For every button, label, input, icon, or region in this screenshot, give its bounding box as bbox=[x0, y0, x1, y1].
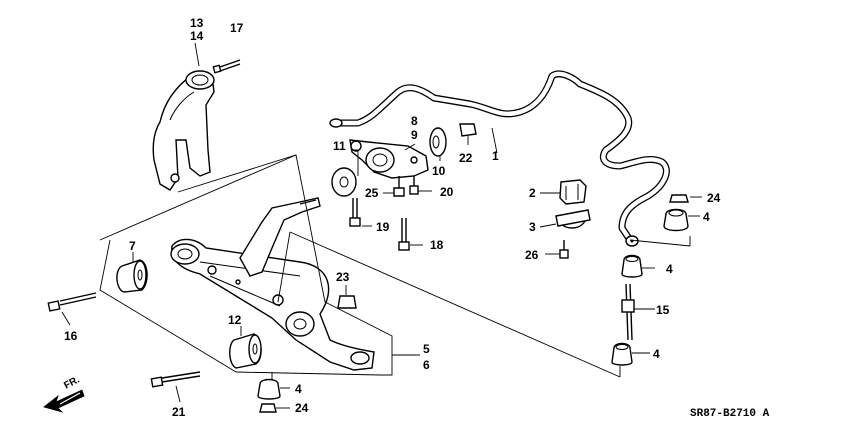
nut-24-lower bbox=[259, 403, 277, 413]
callout-24-lower: 24 bbox=[295, 401, 309, 415]
front-direction-label: FR. bbox=[62, 374, 82, 391]
callout-10: 10 bbox=[432, 164, 446, 178]
diagram-code: SR87-B2710 A bbox=[690, 408, 770, 420]
bolt-18 bbox=[398, 218, 410, 251]
callout-14: 14 bbox=[190, 29, 204, 43]
bolt-20 bbox=[409, 176, 419, 195]
group-outline bbox=[99, 154, 691, 378]
stabilizer-bar bbox=[329, 70, 670, 247]
callout-23: 23 bbox=[336, 270, 350, 284]
callout-13: 13 bbox=[190, 16, 204, 30]
callout-9: 9 bbox=[411, 128, 418, 142]
bushing-7 bbox=[116, 259, 148, 293]
callout-7: 7 bbox=[129, 239, 136, 253]
bushing-10 bbox=[429, 127, 447, 157]
bolt-25 bbox=[393, 176, 405, 197]
callout-4-mid: 4 bbox=[666, 262, 673, 276]
bolt-21 bbox=[150, 371, 201, 388]
callout-15: 15 bbox=[656, 303, 670, 317]
callout-3: 3 bbox=[529, 220, 536, 234]
callout-26: 26 bbox=[525, 248, 539, 262]
bushing-12 bbox=[229, 333, 262, 369]
bushing-4-mid bbox=[621, 254, 643, 278]
callout-12: 12 bbox=[228, 313, 242, 327]
callout-4-lower: 4 bbox=[295, 382, 302, 396]
callout-22: 22 bbox=[459, 151, 473, 165]
callout-24-right: 24 bbox=[707, 191, 721, 205]
bushing-2 bbox=[559, 179, 587, 205]
callout-16: 16 bbox=[64, 329, 78, 343]
bracket-8-9 bbox=[349, 139, 429, 179]
callout-5: 5 bbox=[423, 342, 430, 356]
callout-21: 21 bbox=[172, 405, 186, 419]
steering-knuckle bbox=[152, 70, 215, 191]
callout-25: 25 bbox=[365, 186, 379, 200]
bushing-11 bbox=[331, 167, 357, 197]
bracket-3 bbox=[555, 209, 591, 229]
callout-11: 11 bbox=[333, 139, 346, 153]
stabilizer-link-15 bbox=[621, 283, 635, 341]
bushing-4-lower bbox=[257, 378, 281, 400]
callout-19: 19 bbox=[376, 220, 390, 234]
bushing-4-bottom bbox=[611, 342, 633, 366]
front-direction-arrow bbox=[43, 389, 85, 413]
bushing-4-upper-right bbox=[663, 208, 689, 232]
callout-6: 6 bbox=[423, 358, 430, 372]
callout-1: 1 bbox=[492, 149, 499, 163]
radius-arm bbox=[239, 197, 321, 277]
bolt-19 bbox=[349, 198, 361, 227]
bolt-16 bbox=[47, 292, 97, 312]
lower-arm bbox=[170, 238, 375, 371]
callout-8: 8 bbox=[411, 114, 418, 128]
callout-17: 17 bbox=[230, 21, 244, 35]
callout-4-upper-right: 4 bbox=[703, 210, 710, 224]
nut-23 bbox=[337, 295, 357, 309]
callout-2: 2 bbox=[529, 186, 536, 200]
callout-4-bottom: 4 bbox=[653, 347, 660, 361]
bolt-26 bbox=[559, 240, 569, 259]
bolt-17 bbox=[212, 59, 241, 74]
callout-20: 20 bbox=[440, 185, 454, 199]
nut-24-right bbox=[669, 194, 689, 203]
nut-22 bbox=[459, 123, 477, 137]
callout-18: 18 bbox=[430, 238, 444, 252]
